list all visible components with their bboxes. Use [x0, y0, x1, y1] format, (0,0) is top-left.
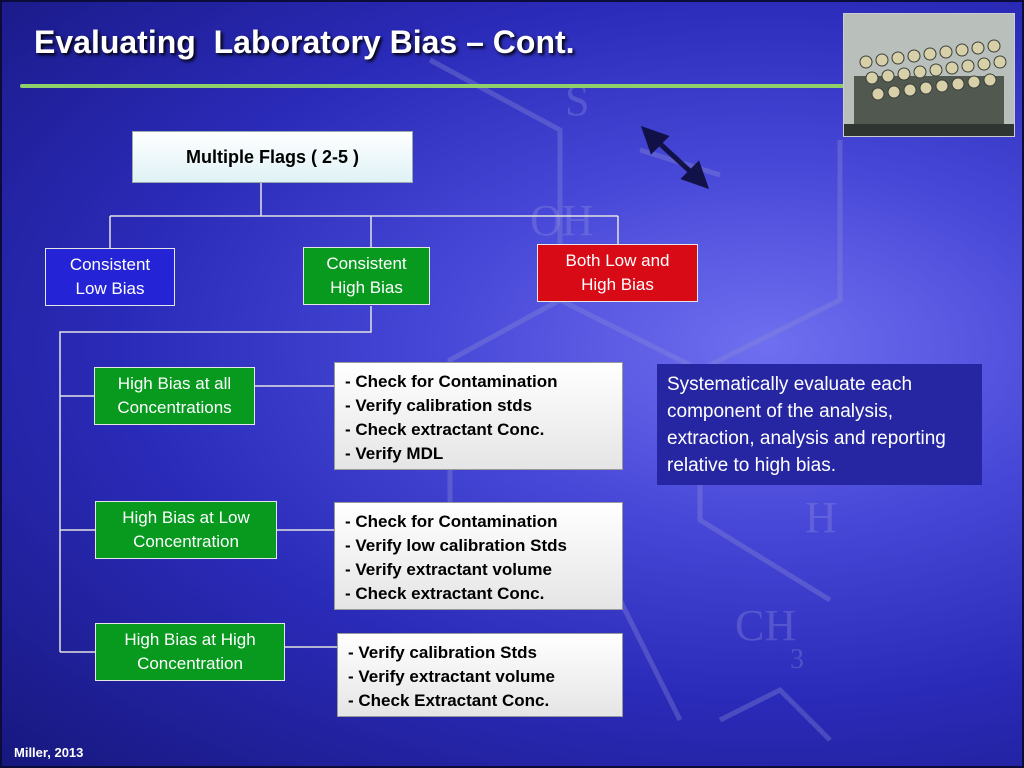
footer-credit: Miller, 2013: [14, 745, 84, 760]
subcategory-high-bias-all: High Bias at all Concentrations: [94, 367, 255, 425]
lab-rack-photo-art: [844, 14, 1014, 136]
category-label-line2: High Bias: [330, 278, 403, 297]
actions-list-all-concentrations: - Check for Contamination - Verify calib…: [334, 362, 623, 470]
category-label-line1: Consistent: [69, 255, 151, 274]
category-both-low-high-bias: Both Low and High Bias: [537, 244, 698, 302]
action-item: - Verify calibration Stds: [348, 643, 537, 662]
category-consistent-low-bias: Consistent Low Bias: [45, 248, 175, 306]
lab-rack-photo: [843, 13, 1015, 137]
title-underline: [20, 84, 850, 88]
subcategory-label-line2: Concentrations: [117, 398, 232, 417]
svg-text:OH: OH: [530, 196, 594, 245]
root-flag-label: Multiple Flags ( 2-5 ): [185, 147, 359, 167]
actions-list-high-concentration: - Verify calibration Stds - Verify extra…: [337, 633, 623, 717]
svg-text:H: H: [805, 493, 837, 542]
category-label-line2: Low Bias: [75, 279, 145, 298]
action-item: - Check extractant Conc.: [345, 420, 545, 439]
action-item: - Verify MDL: [345, 444, 444, 463]
high-bias-stem: [59, 306, 372, 652]
subcategory-label-line1: High Bias at all: [117, 374, 232, 393]
evaluation-note: Systematically evaluate each component o…: [657, 364, 982, 485]
subcategory-label-line2: Concentration: [137, 654, 243, 673]
svg-text:3: 3: [790, 644, 804, 675]
action-item: - Verify low calibration Stds: [345, 536, 567, 555]
subcategory-label-line1: High Bias at High: [124, 630, 256, 649]
actions-list-low-concentration: - Check for Contamination - Verify low c…: [334, 502, 623, 610]
action-item: - Verify extractant volume: [348, 667, 555, 686]
subcategory-high-bias-low: High Bias at Low Concentration: [95, 501, 277, 559]
root-flag-box: Multiple Flags ( 2-5 ): [132, 131, 413, 183]
subcategory-label-line1: High Bias at Low: [122, 508, 250, 527]
subcategory-high-bias-high: High Bias at High Concentration: [95, 623, 285, 681]
category-consistent-high-bias: Consistent High Bias: [303, 247, 430, 305]
action-item: - Check extractant Conc.: [345, 584, 545, 603]
action-item: - Check for Contamination: [345, 512, 558, 531]
action-item: - Verify extractant volume: [345, 560, 552, 579]
slide-title: Evaluating Laboratory Bias – Cont.: [34, 24, 575, 60]
subcategory-label-line2: Concentration: [133, 532, 239, 551]
svg-text:CH: CH: [735, 601, 796, 650]
action-item: - Check for Contamination: [345, 372, 558, 391]
category-label-line1: Both Low and: [565, 251, 670, 270]
category-label-line2: High Bias: [581, 275, 654, 294]
action-item: - Check Extractant Conc.: [348, 691, 550, 710]
action-item: - Verify calibration stds: [345, 396, 533, 415]
category-label-line1: Consistent: [326, 254, 407, 273]
